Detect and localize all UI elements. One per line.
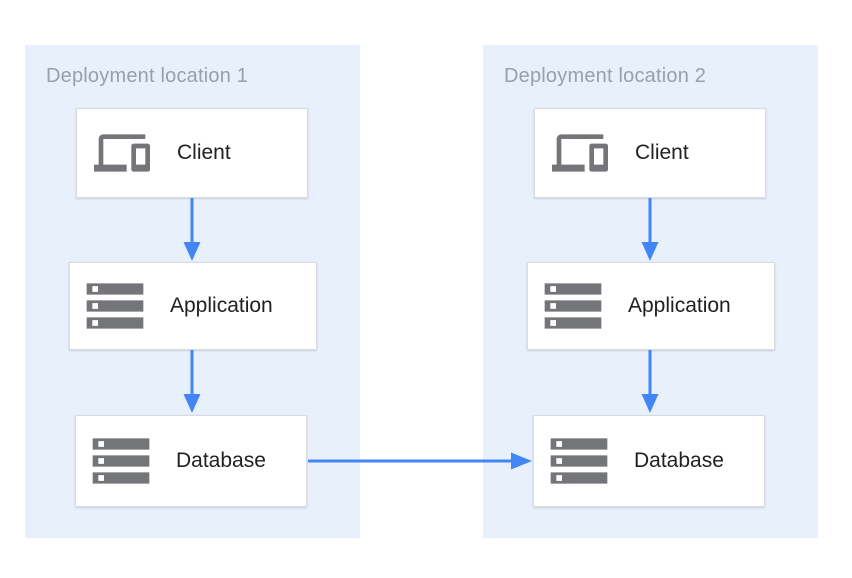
panel-title: Deployment location 1 — [46, 65, 249, 87]
devices-icon — [551, 125, 621, 181]
panel-title: Deployment location 2 — [504, 65, 707, 87]
storage-icon — [550, 427, 620, 495]
node-application: Application — [527, 262, 775, 350]
panel-deployment-location-2: Deployment location 2 Client Application — [483, 45, 818, 538]
node-label: Database — [176, 449, 266, 472]
node-client: Client — [534, 108, 766, 198]
node-label: Client — [635, 141, 689, 164]
node-label: Client — [177, 141, 231, 164]
node-database: Database — [533, 415, 765, 507]
node-label: Application — [170, 294, 273, 317]
node-database: Database — [75, 415, 307, 507]
node-client: Client — [76, 108, 308, 198]
panel-deployment-location-1: Deployment location 1 Client Application — [25, 45, 360, 538]
storage-icon — [544, 272, 614, 340]
storage-icon — [86, 272, 156, 340]
node-label: Database — [634, 449, 724, 472]
devices-icon — [93, 125, 163, 181]
node-label: Application — [628, 294, 731, 317]
node-application: Application — [69, 262, 317, 350]
storage-icon — [92, 427, 162, 495]
